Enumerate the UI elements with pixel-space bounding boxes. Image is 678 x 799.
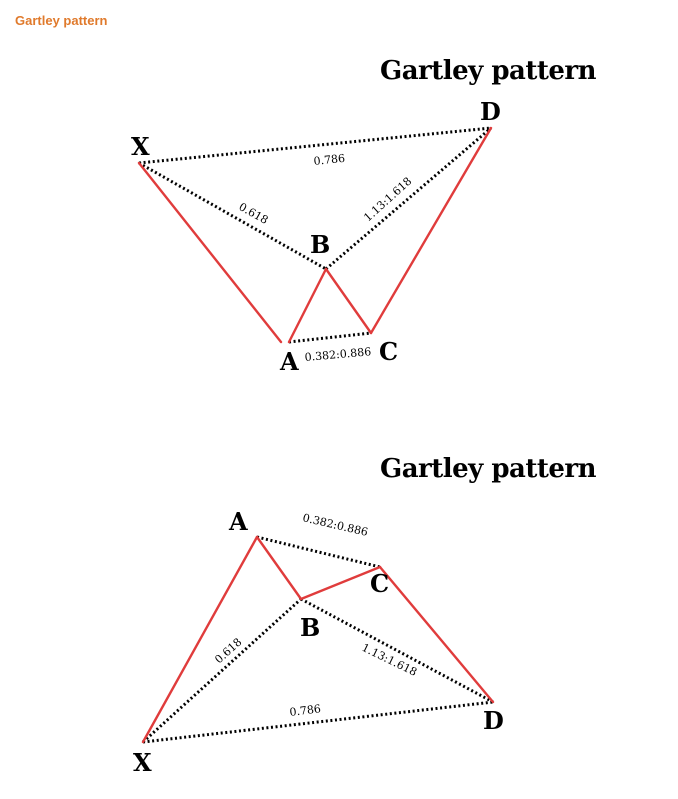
point-d-label: D [483, 706, 504, 735]
diagram-title: Gartley pattern [380, 454, 597, 484]
ratio-bd-label: 1.13:1.618 [360, 641, 419, 679]
point-x-label: X [133, 748, 152, 777]
point-c-label: C [379, 337, 398, 366]
bd-dotted-line [325, 126, 492, 271]
xb-dotted-line [141, 597, 303, 744]
xd-dotted-line [142, 700, 494, 744]
bc-leg [324, 267, 373, 335]
xa-leg [141, 535, 259, 744]
point-a-label: A [228, 507, 248, 536]
ac-dotted-line [288, 331, 372, 344]
bc-leg [299, 565, 382, 601]
diagram-bullish: Gartley pattern X D B A C 0.786 0.618 1.… [131, 56, 597, 376]
point-a-label: A [279, 347, 299, 376]
ratio-xd-label: 0.786 [313, 152, 346, 168]
xb-dotted-line [138, 161, 327, 271]
cd-leg [369, 126, 493, 335]
diagram-title: Gartley pattern [380, 56, 597, 86]
ratio-xd-label: 0.786 [289, 702, 322, 719]
point-c-label: C [370, 569, 389, 598]
bd-dotted-line [300, 597, 494, 704]
point-b-label: B [310, 230, 330, 259]
point-b-label: B [300, 613, 320, 642]
page-caption: Gartley pattern [15, 13, 108, 28]
ratio-ac-label: 0.382:0.886 [301, 511, 369, 539]
ratio-xb-label: 0.618 [212, 635, 244, 666]
cd-leg [378, 565, 495, 704]
ab-leg [255, 535, 303, 601]
ratio-ac-label: 0.382:0.886 [304, 345, 372, 364]
xd-dotted-line [138, 126, 492, 165]
ratio-xb-label: 0.618 [237, 200, 271, 227]
diagram-bearish: Gartley pattern A C B D X 0.382:0.886 0.… [133, 454, 597, 777]
point-d-label: D [480, 97, 501, 126]
xa-leg [137, 161, 283, 344]
ab-leg [287, 267, 328, 344]
point-x-label: X [131, 132, 150, 161]
